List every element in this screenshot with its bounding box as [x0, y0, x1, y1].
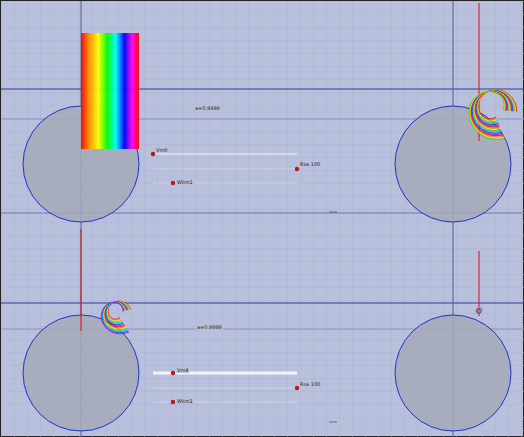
slider-label: Vm0	[155, 147, 168, 153]
parameter-readout: a=0.9999	[196, 324, 223, 330]
trajectory-curve	[476, 308, 482, 313]
slider-label: Wlim1	[176, 179, 194, 185]
slider-label: Vm4	[176, 367, 189, 373]
trajectory-curve	[477, 308, 482, 313]
parameter-readout: a=0.9999	[194, 105, 221, 111]
trajectory-curve	[476, 308, 483, 314]
trajectory-curve	[469, 92, 504, 140]
slider-label: Wlim1	[176, 398, 194, 404]
trajectory-curve	[477, 309, 481, 313]
trajectory-curve	[477, 309, 482, 313]
slider-label: Rsa 100	[299, 161, 321, 167]
trajectory-curve	[477, 308, 483, 313]
trajectory-curve	[101, 302, 129, 333]
trajectory-curve	[470, 92, 505, 139]
trajectory-curve	[477, 309, 482, 314]
slider-label: Rsa 100	[299, 381, 321, 387]
